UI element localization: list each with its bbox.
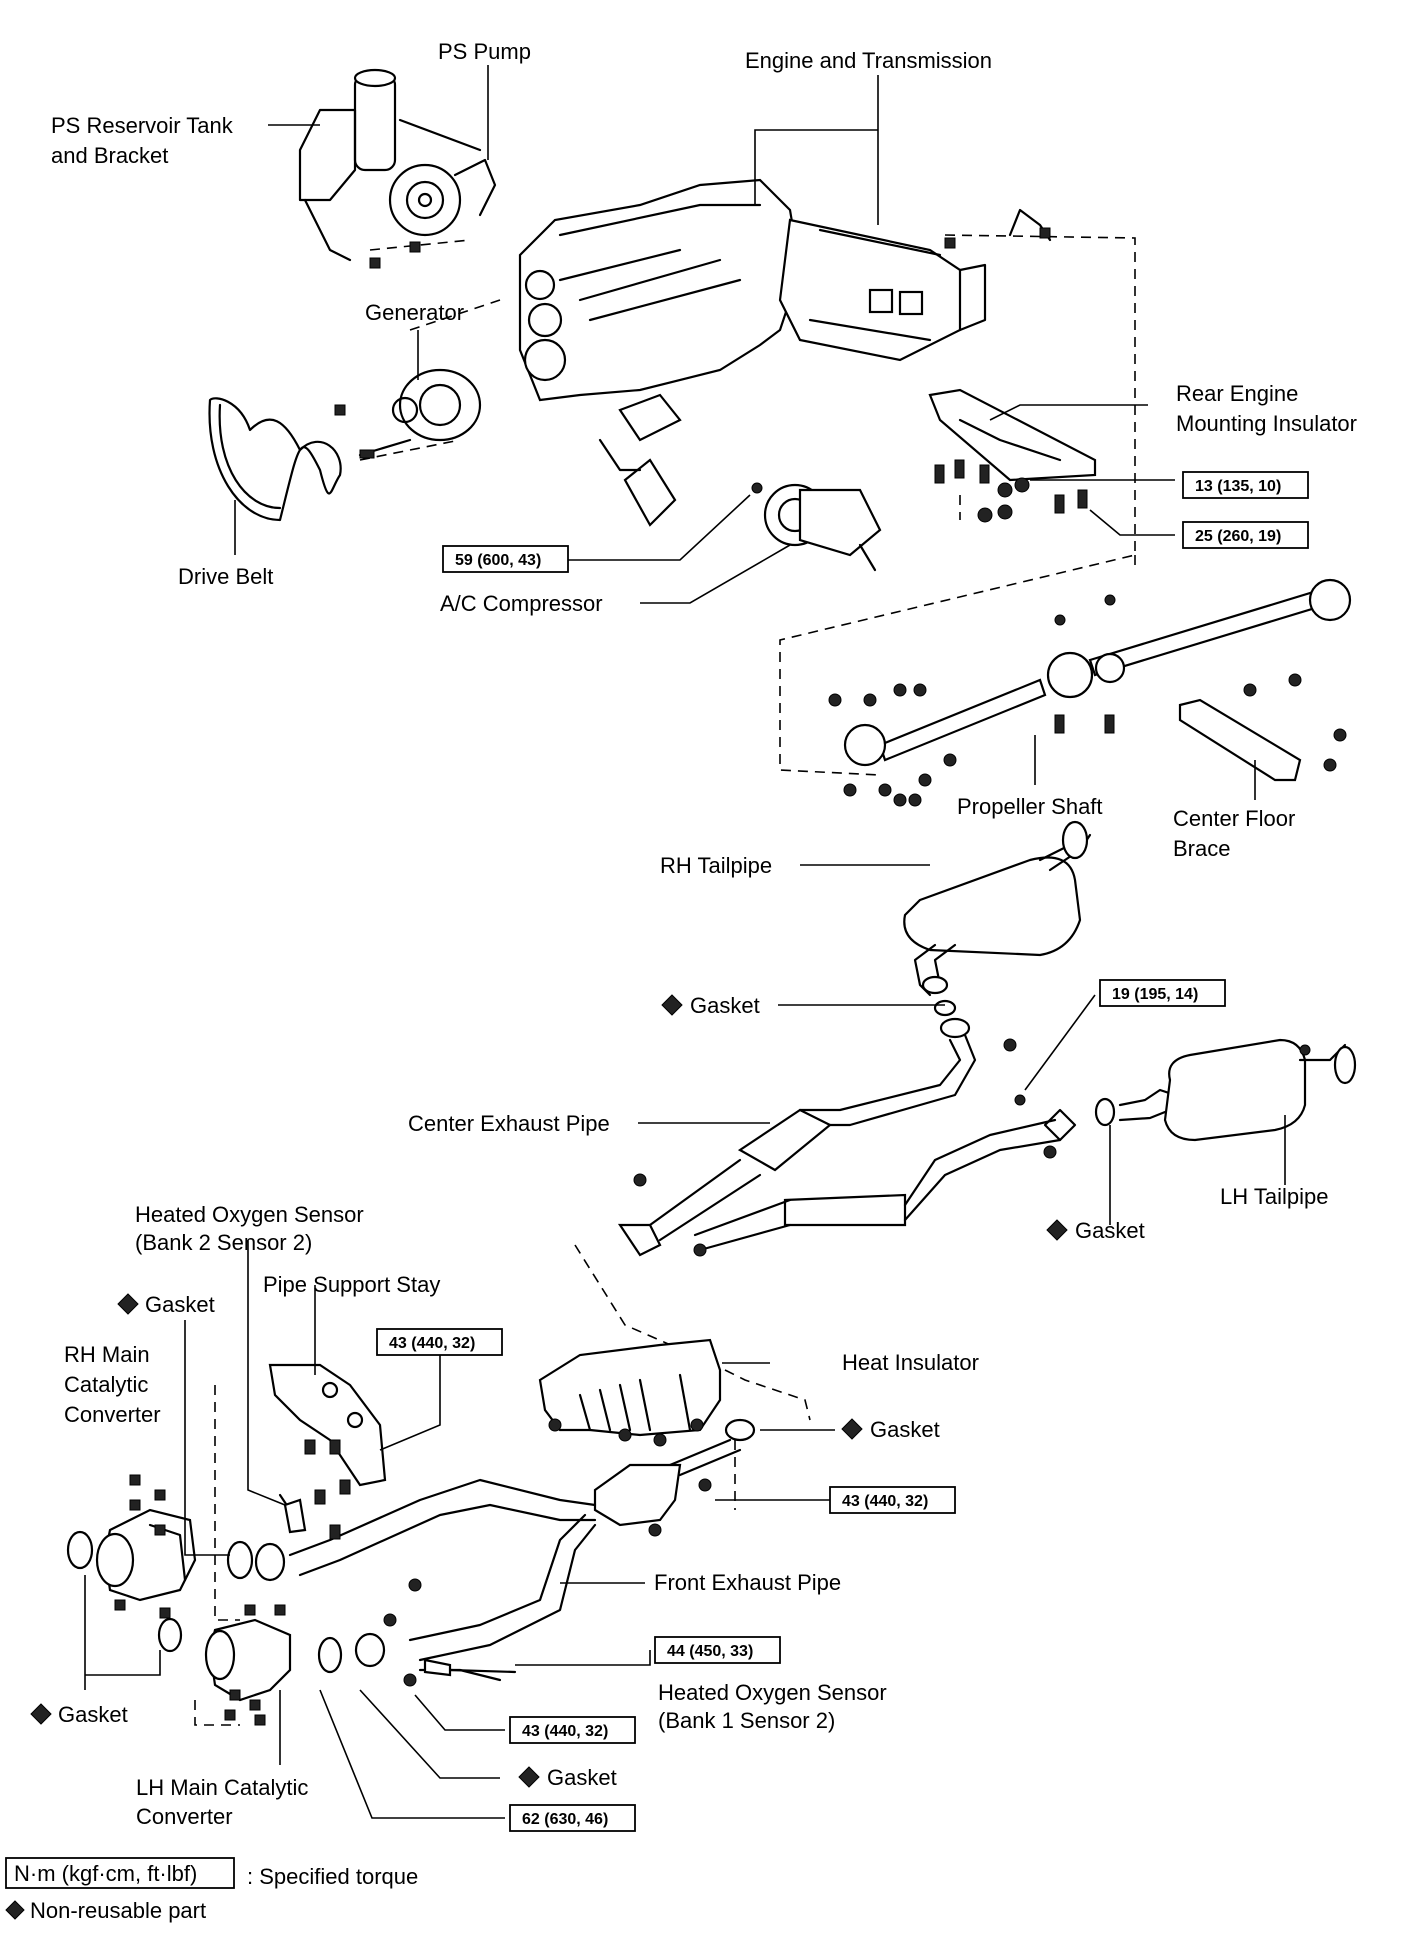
ac-compressor: [751, 482, 882, 572]
engine-and-transmission: [518, 178, 1052, 527]
label-generator: Generator: [365, 300, 464, 325]
label-pipe-support-stay: Pipe Support Stay: [263, 1272, 440, 1297]
torque-box-59: 59 (600, 43): [442, 545, 569, 573]
heated-oxygen-sensor-bank1: [423, 1658, 517, 1677]
svg-text:43 (440, 32): 43 (440, 32): [389, 1335, 475, 1352]
label-rh-cat-3: Converter: [64, 1402, 161, 1427]
torque-box-43-front: 43 (440, 32): [829, 1486, 956, 1514]
label-lh-tailpipe: LH Tailpipe: [1220, 1184, 1328, 1209]
diamond-icon: [661, 994, 683, 1016]
label-lh-cat-1: LH Main Catalytic: [136, 1775, 308, 1800]
ps-reservoir-and-pump: [298, 68, 497, 269]
torque-box-25: 25 (260, 19): [1182, 521, 1309, 549]
label-ho2s-bank2-2: (Bank 2 Sensor 2): [135, 1230, 312, 1255]
torque-box-62: 62 (630, 46): [509, 1804, 636, 1832]
torque-box-43-stay: 43 (440, 32): [376, 1328, 503, 1356]
svg-text:13 (135, 10): 13 (135, 10): [1195, 478, 1281, 495]
diamond-icon: [5, 1900, 25, 1920]
label-rh-cat-1: RH Main: [64, 1342, 150, 1367]
label-ps-reservoir-2: and Bracket: [51, 143, 168, 168]
label-gasket-c: Gasket: [145, 1292, 215, 1317]
legend-unit-text: N·m (kgf·cm, ft·lbf): [14, 1861, 197, 1886]
leader-lines: [84, 65, 1286, 1819]
center-floor-brace: [1178, 673, 1347, 782]
label-drive-belt: Drive Belt: [178, 564, 273, 589]
label-rh-cat-2: Catalytic: [64, 1372, 148, 1397]
diamond-icon: [841, 1418, 863, 1440]
label-ps-reservoir-1: PS Reservoir Tank: [51, 113, 234, 138]
generator: [334, 368, 482, 459]
torque-box-19: 19 (195, 14): [1099, 979, 1226, 1007]
label-engine-transmission: Engine and Transmission: [745, 48, 992, 73]
pipe-support-stay: [268, 1363, 387, 1540]
label-center-floor-2: Brace: [1173, 836, 1230, 861]
label-ac-compressor: A/C Compressor: [440, 591, 603, 616]
center-exhaust-pipe: [617, 999, 1077, 1257]
rh-tailpipe: [903, 820, 1092, 997]
label-front-exhaust-pipe: Front Exhaust Pipe: [654, 1570, 841, 1595]
label-ho2s-bank2-1: Heated Oxygen Sensor: [135, 1202, 364, 1227]
lh-main-catalytic-converter: [157, 1604, 343, 1726]
svg-text:25 (260, 19): 25 (260, 19): [1195, 528, 1281, 545]
drive-belt: [208, 397, 342, 522]
label-lh-cat-2: Converter: [136, 1804, 233, 1829]
svg-text:62 (630, 46): 62 (630, 46): [522, 1811, 608, 1828]
non-reusable-marks: [30, 994, 1068, 1788]
label-center-floor-1: Center Floor: [1173, 806, 1295, 831]
label-center-exhaust-pipe: Center Exhaust Pipe: [408, 1111, 610, 1136]
label-heat-insulator: Heat Insulator: [842, 1350, 979, 1375]
label-rear-engine-1: Rear Engine: [1176, 381, 1298, 406]
label-rh-tailpipe: RH Tailpipe: [660, 853, 772, 878]
legend-unit-box: [5, 1857, 235, 1889]
label-gasket-e: Gasket: [58, 1702, 128, 1727]
lh-tailpipe: [1094, 1038, 1357, 1142]
propeller-shaft: [828, 578, 1352, 807]
svg-text:43 (440, 32): 43 (440, 32): [842, 1493, 928, 1510]
diamond-icon: [1046, 1219, 1068, 1241]
diamond-icon: [117, 1293, 139, 1315]
heated-oxygen-sensor-bank2: [278, 1493, 307, 1534]
torque-specs: 13 (135, 10) 25 (260, 19) 59 (600, 43) 1…: [376, 471, 1309, 1832]
part-labels: PS Pump PS Reservoir Tank and Bracket En…: [51, 39, 1357, 1829]
label-gasket-b: Gasket: [1075, 1218, 1145, 1243]
rear-engine-mounting-insulator: [928, 388, 1097, 523]
label-ho2s-bank1-1: Heated Oxygen Sensor: [658, 1680, 887, 1705]
torque-box-43-rear: 43 (440, 32): [509, 1716, 636, 1744]
torque-box-13: 13 (135, 10): [1182, 471, 1309, 499]
assembly-dash-lines: [194, 234, 1136, 1726]
label-gasket-f: Gasket: [547, 1765, 617, 1790]
legend: N·m (kgf·cm, ft·lbf) : Specified torque …: [5, 1857, 418, 1923]
label-rear-engine-2: Mounting Insulator: [1176, 411, 1357, 436]
label-gasket-a: Gasket: [690, 993, 760, 1018]
torque-box-44: 44 (450, 33): [654, 1636, 781, 1664]
legend-nonreusable: Non-reusable part: [30, 1898, 206, 1923]
diamond-icon: [518, 1766, 540, 1788]
heat-insulator: [538, 1338, 722, 1447]
svg-text:19 (195, 14): 19 (195, 14): [1112, 986, 1198, 1003]
front-exhaust-pipe: [288, 1418, 756, 1687]
label-ps-pump: PS Pump: [438, 39, 531, 64]
svg-text:59 (600, 43): 59 (600, 43): [455, 552, 541, 569]
svg-text:44 (450, 33): 44 (450, 33): [667, 1643, 753, 1660]
svg-text:43 (440, 32): 43 (440, 32): [522, 1723, 608, 1740]
label-ho2s-bank1-2: (Bank 1 Sensor 2): [658, 1708, 835, 1733]
diamond-icon: [30, 1703, 52, 1725]
rh-main-catalytic-converter: [66, 1474, 286, 1619]
label-propeller-shaft: Propeller Shaft: [957, 794, 1103, 819]
legend-unit-desc: : Specified torque: [247, 1864, 418, 1889]
label-gasket-d: Gasket: [870, 1417, 940, 1442]
